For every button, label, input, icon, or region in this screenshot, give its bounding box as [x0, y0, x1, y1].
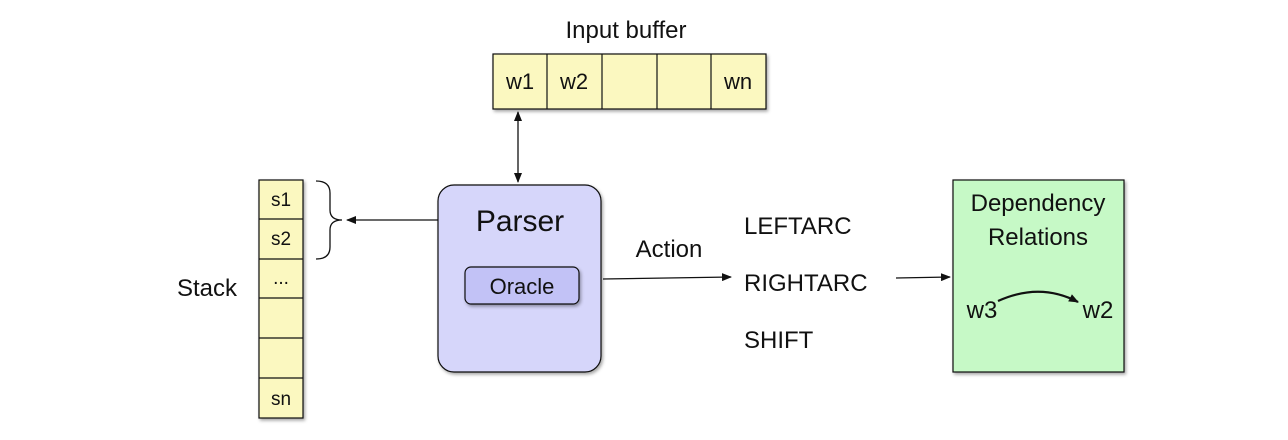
- action-label: Action: [636, 236, 703, 263]
- stack-top-brace: [315, 180, 343, 260]
- relations-title-line1: Dependency: [971, 190, 1106, 217]
- input-buffer: [492, 53, 767, 110]
- action-option: SHIFT: [744, 327, 814, 354]
- stack-cell: sn: [271, 389, 291, 410]
- action-option: LEFTARC: [744, 213, 852, 240]
- input-cell: w2: [559, 69, 588, 94]
- stack-cell: ...: [273, 268, 289, 289]
- relations-box: [952, 179, 1125, 373]
- action-relations-arrow: [895, 273, 951, 282]
- stack-dividers: [259, 218, 303, 379]
- parser-action-arrow: [602, 273, 732, 282]
- dependency-arc: [997, 290, 1079, 303]
- parser-title: Parser: [476, 205, 564, 238]
- stack: [258, 179, 304, 419]
- input-buffer-dividers: [546, 54, 712, 109]
- action-option: RIGHTARC: [744, 270, 868, 297]
- stack-cell: s1: [271, 190, 291, 211]
- oracle-box: [464, 266, 580, 305]
- stack-label: Stack: [177, 275, 238, 302]
- relation-dependent-word: w2: [1082, 297, 1114, 324]
- stack-cell: s2: [271, 229, 291, 250]
- input-buffer-title: Input buffer: [566, 17, 687, 44]
- input-cell: wn: [723, 69, 752, 94]
- input-cell: w1: [505, 69, 534, 94]
- relations-title-line2: Relations: [988, 224, 1088, 251]
- oracle-label: Oracle: [490, 274, 555, 299]
- relation-head-word: w3: [966, 297, 998, 324]
